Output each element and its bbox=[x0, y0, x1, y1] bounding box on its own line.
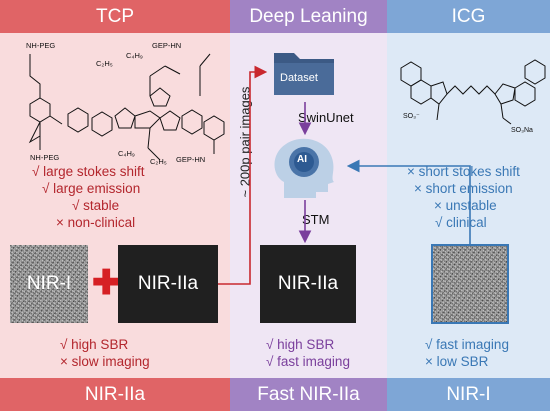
plus-icon: ✚ bbox=[92, 264, 121, 302]
tcp-prop-3: √ stable bbox=[72, 198, 120, 213]
tcp-bottom-prop-2: × slow imaging bbox=[60, 354, 150, 369]
icg-column: ICG SO₃⁻ SO₃Na × short stokes shift × sh… bbox=[387, 0, 550, 411]
dl-bottom-prop-1: √ high SBR bbox=[266, 337, 335, 352]
dataset-label: Dataset bbox=[280, 72, 318, 84]
tcp-label-1: NH-PEG bbox=[26, 41, 55, 50]
nir-iia-label-fast: NIR-IIa bbox=[277, 273, 339, 294]
icg-prop-3: × unstable bbox=[434, 198, 497, 213]
nir-i-image-tcp: NIR-I bbox=[10, 245, 88, 323]
dl-bottom-prop-2: √ fast imaging bbox=[266, 354, 350, 369]
tcp-molecule: NH-PEG GEP-HN NH-PEG GEP-HN C₂H₅ C₄H₉ C₄… bbox=[26, 41, 225, 166]
icg-prop-4: √ clinical bbox=[435, 215, 487, 230]
arrow-to-dataset bbox=[218, 65, 268, 285]
nir-iia-image-tcp: NIR-IIa bbox=[118, 245, 218, 323]
tcp-prop-1: √ large stokes shift bbox=[32, 164, 145, 179]
icg-header: ICG bbox=[387, 0, 550, 33]
nir-iia-label-tcp: NIR-IIa bbox=[137, 273, 199, 294]
nir-i-label-tcp: NIR-I bbox=[26, 273, 72, 294]
tcp-bottom-prop-1: √ high SBR bbox=[60, 337, 129, 352]
ai-label: AI bbox=[297, 154, 307, 165]
tcp-footer: NIR-IIa bbox=[0, 378, 230, 411]
tcp-label-6: C₄H₉ bbox=[126, 51, 143, 60]
tcp-header: TCP bbox=[0, 0, 230, 33]
tcp-label-5: C₂H₅ bbox=[96, 59, 113, 68]
icg-so3-right: SO₃Na bbox=[511, 127, 533, 134]
nir-i-image-icg bbox=[431, 244, 509, 324]
ai-head-icon bbox=[274, 138, 334, 198]
nir-iia-image-fast: NIR-IIa bbox=[260, 245, 356, 323]
arrow-icg-to-ai bbox=[346, 159, 471, 244]
icg-so3-left: SO₃⁻ bbox=[403, 113, 420, 120]
tcp-label-3: NH-PEG bbox=[30, 153, 59, 162]
folder-icon bbox=[274, 53, 334, 95]
deep-learning-header: Deep Leaning bbox=[230, 0, 387, 33]
tcp-label-8: C₂H₅ bbox=[150, 157, 167, 166]
icg-bottom-prop-1: √ fast imaging bbox=[425, 337, 509, 352]
tcp-label-4: GEP-HN bbox=[176, 155, 205, 164]
stm-label: STM bbox=[302, 212, 330, 227]
icg-prop-2: × short emission bbox=[414, 181, 513, 196]
deep-learning-column: Deep Leaning Dataset SwinUnet AI STM ~ 2… bbox=[230, 0, 387, 411]
icg-prop-1: × short stokes shift bbox=[407, 164, 520, 179]
tcp-prop-2: √ large emission bbox=[42, 181, 141, 196]
tcp-label-2: GEP-HN bbox=[152, 41, 181, 50]
deep-learning-footer: Fast NIR-IIa bbox=[230, 378, 387, 411]
tcp-prop-4: × non-clinical bbox=[56, 215, 136, 230]
swinunet-label: SwinUnet bbox=[298, 110, 354, 125]
icg-bottom-prop-2: × low SBR bbox=[425, 354, 489, 369]
tcp-label-7: C₄H₉ bbox=[118, 149, 135, 158]
icg-footer: NIR-I bbox=[387, 378, 550, 411]
icg-molecule: SO₃⁻ SO₃Na bbox=[400, 59, 546, 134]
tcp-column: TCP bbox=[0, 0, 230, 411]
